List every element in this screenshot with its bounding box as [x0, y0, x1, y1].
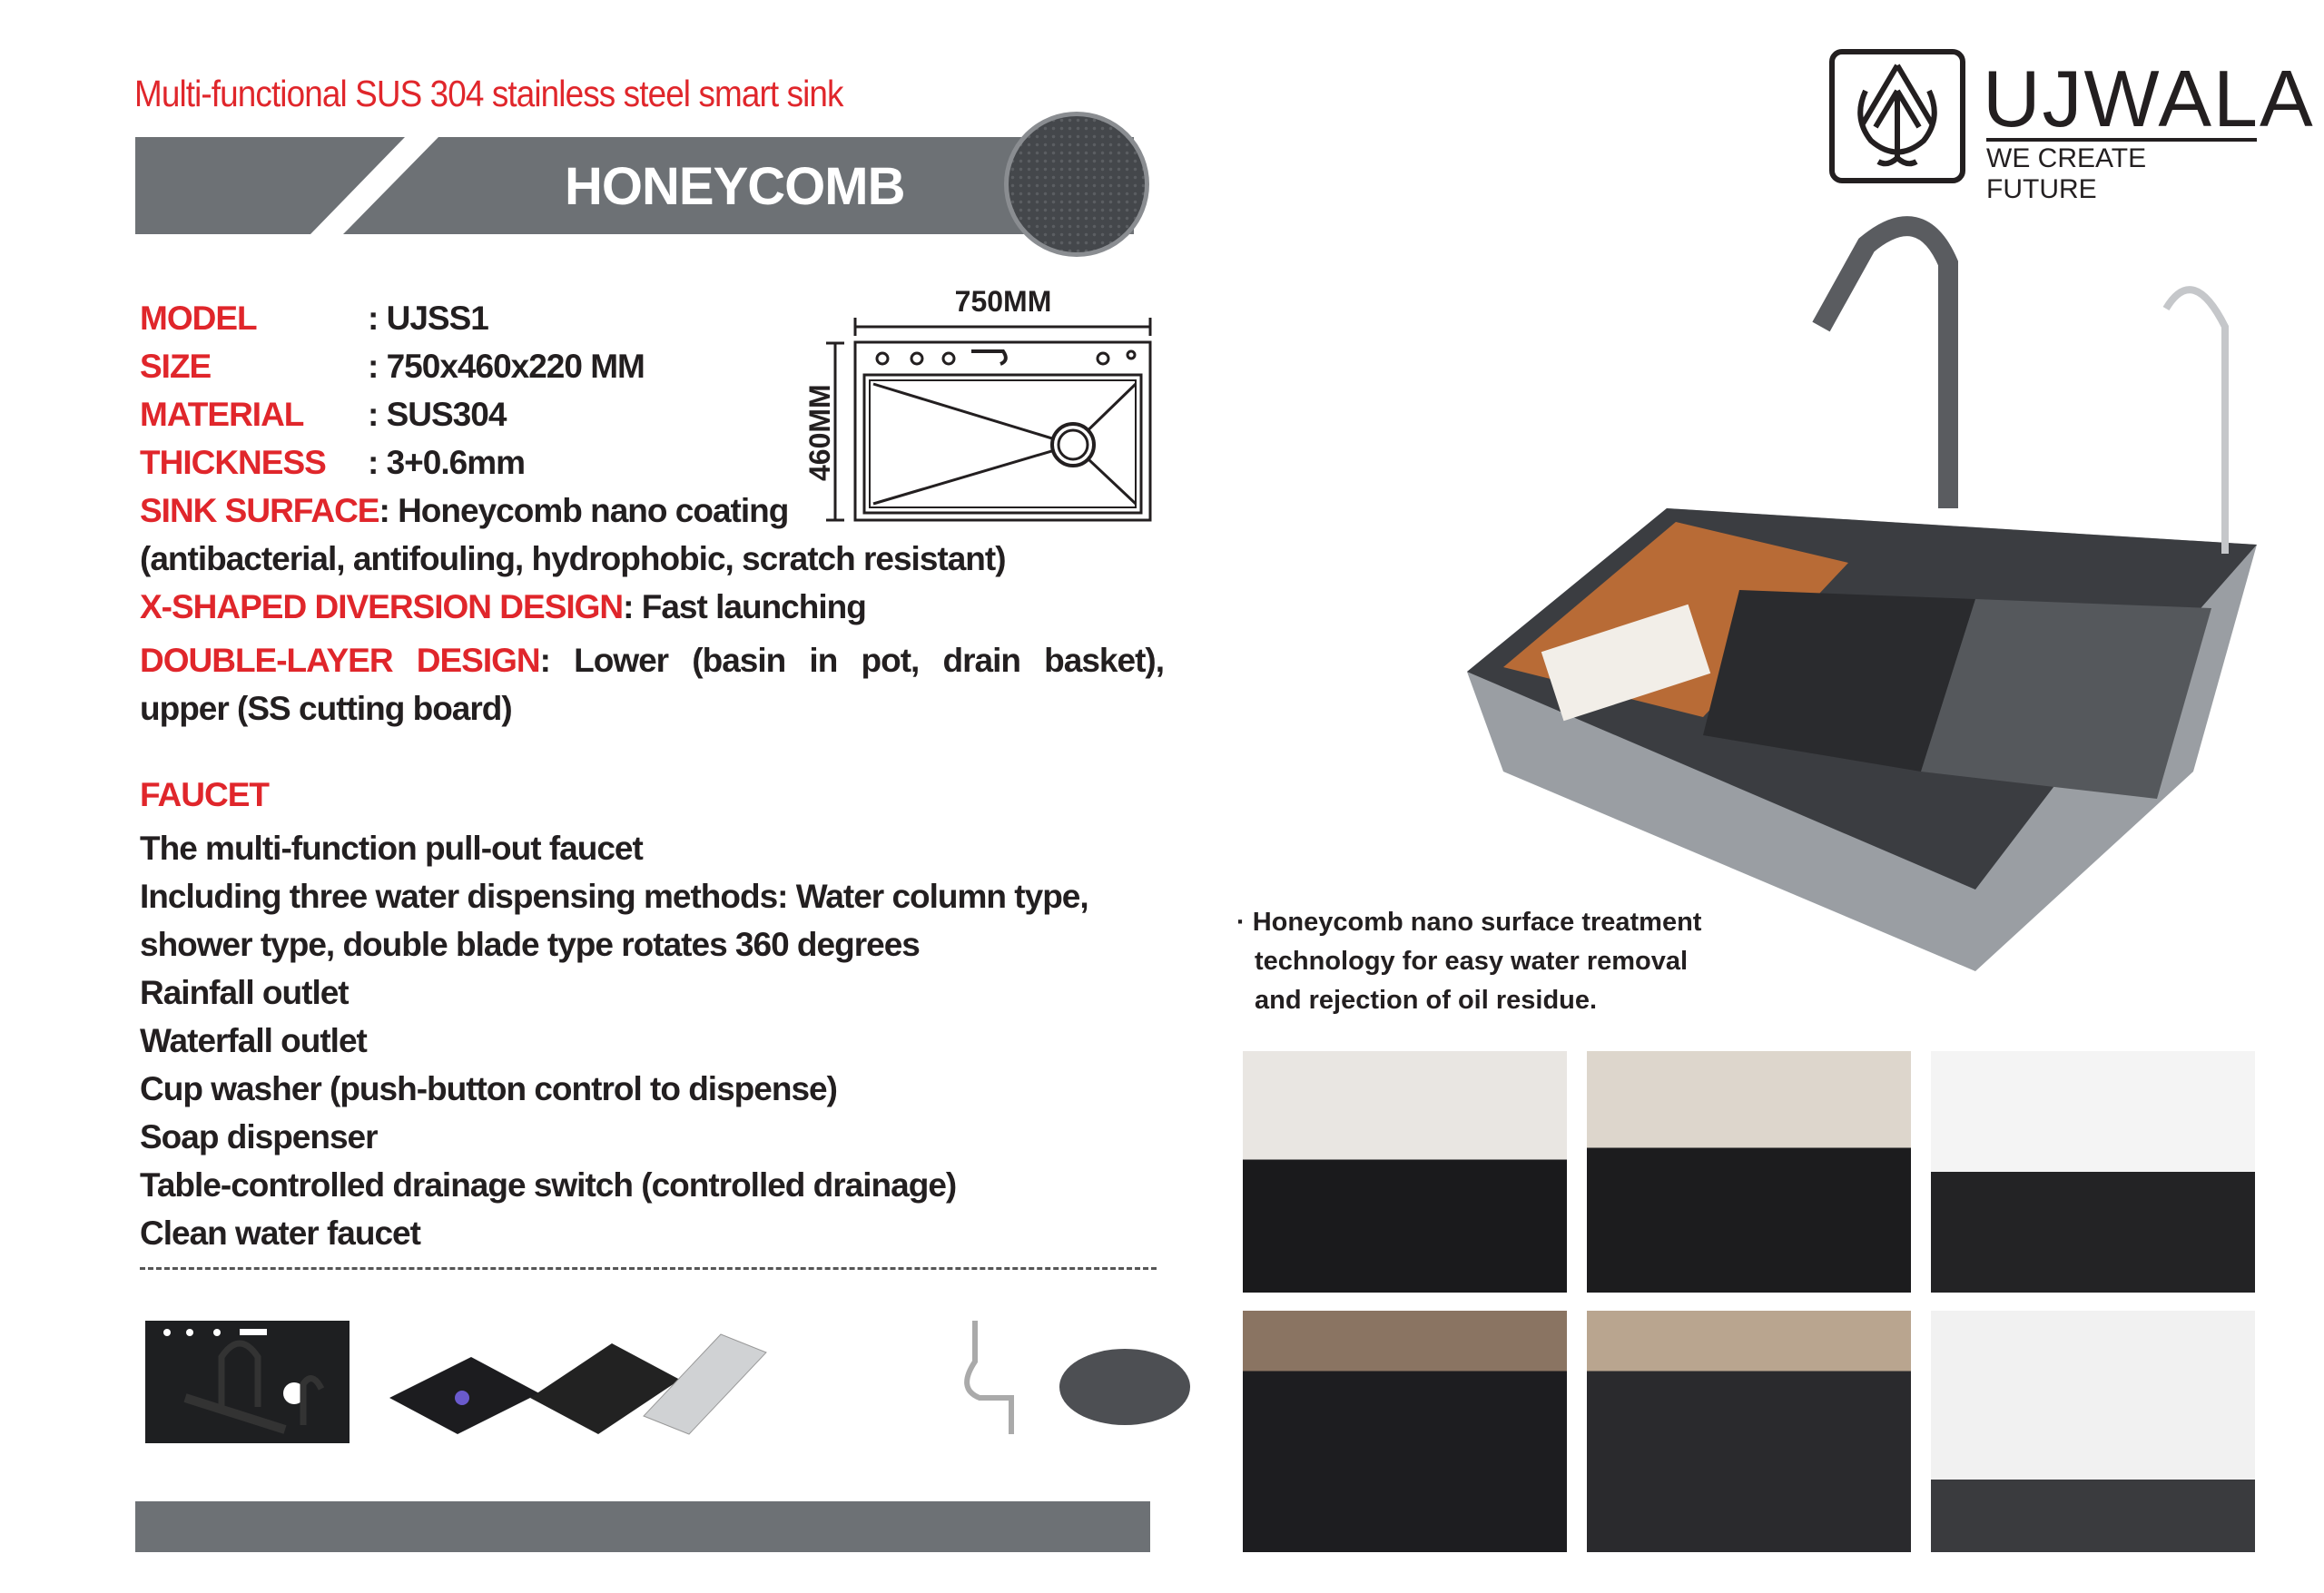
- faucet-accessory: [183, 1340, 325, 1434]
- spec-value: : 750x460x220 MM: [368, 348, 645, 385]
- photo-cup-washer: [1587, 1051, 1911, 1293]
- photo-washing-lemon: [1243, 1051, 1567, 1293]
- brand-tagline: WE CREATE FUTURE: [1986, 138, 2257, 205]
- smart-sink-product-image: [1467, 216, 2257, 971]
- faucet-feature: Waterfall outlet: [140, 1022, 368, 1059]
- spec-label: SINK SURFACE: [140, 492, 379, 529]
- faucet-feature: Rainfall outlet: [140, 974, 350, 1011]
- spec-label: SIZE: [140, 348, 212, 385]
- photo-glass-rinse: [1931, 1051, 2255, 1293]
- faucet-feature: Clean water faucet: [140, 1214, 421, 1252]
- drain-basket-accessory: [530, 1343, 680, 1434]
- photo-waterfall-outlet: [1243, 1311, 1567, 1552]
- spec-value: : Honeycomb nano coating: [379, 492, 789, 529]
- caption-line: technology for easy water removal: [1255, 947, 1689, 976]
- photo-rainfall-outlet: [1587, 1311, 1911, 1552]
- brand-logo-icon: [1829, 49, 1965, 183]
- spec-model: MODEL : UJSS1: [140, 300, 489, 338]
- accessories-row: [145, 1321, 1190, 1443]
- spec-value: : SUS304: [368, 396, 507, 433]
- caption-line: and rejection of oil residue.: [1255, 986, 1598, 1015]
- spec-double-layer: DOUBLE-LAYER DESIGN: Lower (basin in pot…: [140, 636, 1165, 733]
- basin-accessory: [389, 1357, 539, 1434]
- spec-label: X-SHAPED DIVERSION DESIGN: [140, 588, 624, 625]
- faucet-feature: The multi-function pull-out faucet: [140, 830, 644, 867]
- cutting-board-accessory: [643, 1333, 767, 1435]
- diagram-height-label: 460MM: [803, 384, 836, 481]
- faucet-feature: Including three water dispensing methods…: [140, 878, 1089, 963]
- title-banner: [135, 137, 1134, 234]
- faucet-feature: Table-controlled drainage switch (contro…: [140, 1166, 957, 1204]
- bullet: ·: [1236, 908, 1246, 937]
- spec-x-shaped: X-SHAPED DIVERSION DESIGN: Fast launchin…: [140, 588, 867, 626]
- spec-value: : 3+0.6mm: [368, 444, 526, 481]
- spec-material: MATERIAL : SUS304: [140, 396, 507, 434]
- spec-label: MATERIAL: [140, 396, 304, 433]
- page-title: Multi-functional SUS 304 stainless steel…: [134, 73, 843, 114]
- spec-value: : Lower (basin in pot, drain basket), up…: [140, 642, 1173, 727]
- spec-thickness: THICKNESS : 3+0.6mm: [140, 444, 526, 482]
- product-caption: · Honeycomb nano surface treatment techn…: [1236, 903, 1701, 1020]
- faucet-feature: Cup washer (push-button control to dispe…: [140, 1070, 838, 1107]
- section-divider: [140, 1267, 1157, 1270]
- banner-title: HONEYCOMB: [565, 157, 905, 216]
- spec-label: DOUBLE-LAYER DESIGN: [140, 642, 541, 679]
- spec-size: SIZE : 750x460x220 MM: [140, 348, 645, 386]
- sink-dimension-diagram: 750MM 460MM: [803, 286, 1152, 522]
- caption-line: Honeycomb nano surface treatment: [1252, 908, 1702, 937]
- spec-sink-surface: SINK SURFACE: Honeycomb nano coating: [140, 492, 789, 530]
- honeycomb-disc-accessory: [1059, 1349, 1190, 1425]
- spec-value: : UJSS1: [368, 300, 489, 337]
- diagram-width-label: 750MM: [955, 286, 1052, 318]
- spec-value: : Fast launching: [623, 588, 867, 625]
- spec-label: THICKNESS: [140, 444, 327, 481]
- photo-clean-water-faucet: [1931, 1311, 2255, 1552]
- spec-label: MODEL: [140, 300, 258, 337]
- drain-pipe-accessory: [964, 1321, 1014, 1434]
- footer-bar: [135, 1501, 1150, 1552]
- honeycomb-texture-swatch: [1004, 112, 1149, 257]
- faucet-heading: FAUCET: [140, 776, 270, 813]
- sink-surface-detail: (antibacterial, antifouling, hydrophobic…: [140, 540, 1007, 577]
- brand-name: UJWALA: [1983, 54, 2315, 143]
- faucet-feature: Soap dispenser: [140, 1118, 379, 1155]
- faucet-feature-list: The multi-function pull-out faucet Inclu…: [140, 824, 1164, 1257]
